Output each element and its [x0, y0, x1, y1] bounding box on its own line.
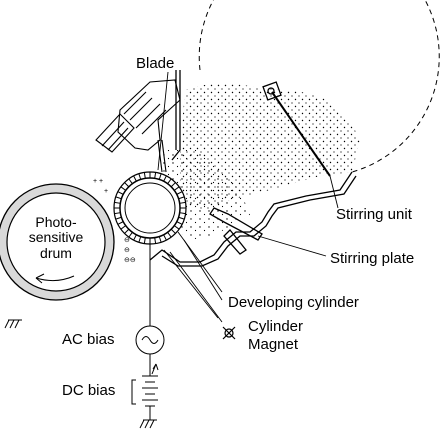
cylinder-magnet-icon — [222, 326, 236, 340]
cylinder-tick — [179, 212, 186, 215]
cylinder-tick — [167, 231, 172, 238]
leader-lines — [157, 71, 339, 323]
cylinder-tick — [178, 196, 185, 200]
cylinder-tick — [115, 216, 122, 220]
developing-cylinder-label: Developing cylinder — [228, 294, 359, 311]
ac-bias-label: AC bias — [62, 331, 115, 348]
svg-text:+ +: + + — [93, 178, 103, 185]
cylinder-tick — [117, 191, 124, 195]
drum-label-line-1: Photo- — [35, 214, 77, 230]
photosensitive-drum — [0, 183, 115, 301]
cylinder-tick — [167, 178, 172, 185]
cylinder-tick — [176, 221, 183, 225]
cylinder-tick — [179, 201, 186, 204]
drum-label-line-2: sensitive — [28, 229, 84, 246]
cylinder-tick — [120, 225, 127, 230]
cylinder-tick — [158, 236, 162, 243]
cylinder-tick — [115, 196, 122, 200]
cylinder-label: Cylinder — [248, 318, 304, 335]
cylinder-tick — [170, 228, 176, 234]
svg-text:⊖⊖: ⊖⊖ — [124, 257, 136, 264]
cylinder-tick — [128, 231, 133, 238]
drum-ground-icon — [4, 319, 22, 329]
svg-text:⊖: ⊖ — [124, 237, 130, 244]
bias-circuit — [131, 244, 165, 429]
cylinder-tick — [173, 186, 180, 191]
blade-label: Blade — [136, 55, 175, 72]
blade-assembly — [95, 79, 181, 173]
drum-label-line-3: drum — [40, 244, 72, 261]
stirring-unit-label: Stirring unit — [336, 206, 412, 223]
charge-marks: + + + ⊖ ⊖ ⊖⊖ — [93, 178, 136, 264]
cylinder-tick — [128, 178, 133, 185]
cylinder-tick — [124, 182, 130, 188]
cylinder-tick — [114, 201, 121, 204]
cylinder-tick — [178, 216, 185, 220]
cylinder-tick — [176, 191, 183, 195]
cylinder-tick — [138, 236, 142, 243]
dc-bias-label: DC bias — [62, 382, 116, 399]
cylinder-tick — [173, 225, 180, 230]
magnet-label: Magnet — [248, 336, 299, 353]
cylinder-tick — [120, 186, 127, 191]
cylinder-tick — [133, 175, 137, 182]
cylinder-tick — [143, 172, 146, 179]
cylinder-tick — [114, 212, 121, 215]
cylinder-tick — [138, 173, 142, 180]
stirring-mechanism — [209, 81, 331, 255]
stirring-plate-label: Stirring plate — [330, 250, 415, 267]
cylinder-tick — [163, 234, 167, 241]
developing-cylinder — [113, 171, 187, 245]
cylinder-tick — [117, 221, 124, 225]
cylinder-tick — [163, 175, 167, 182]
cylinder-tick — [170, 182, 176, 188]
cylinder-tick — [158, 173, 162, 180]
photosensitive-drum-label: Photo- sensitive drum — [20, 214, 92, 261]
cylinder-tick — [154, 172, 157, 179]
cylinder-tick — [143, 237, 146, 244]
cylinder-tick — [154, 237, 157, 244]
svg-text:+: + — [104, 188, 108, 195]
cylinder-tick — [133, 234, 137, 241]
cylinder-tick — [124, 228, 130, 234]
svg-text:⊖: ⊖ — [124, 247, 130, 254]
